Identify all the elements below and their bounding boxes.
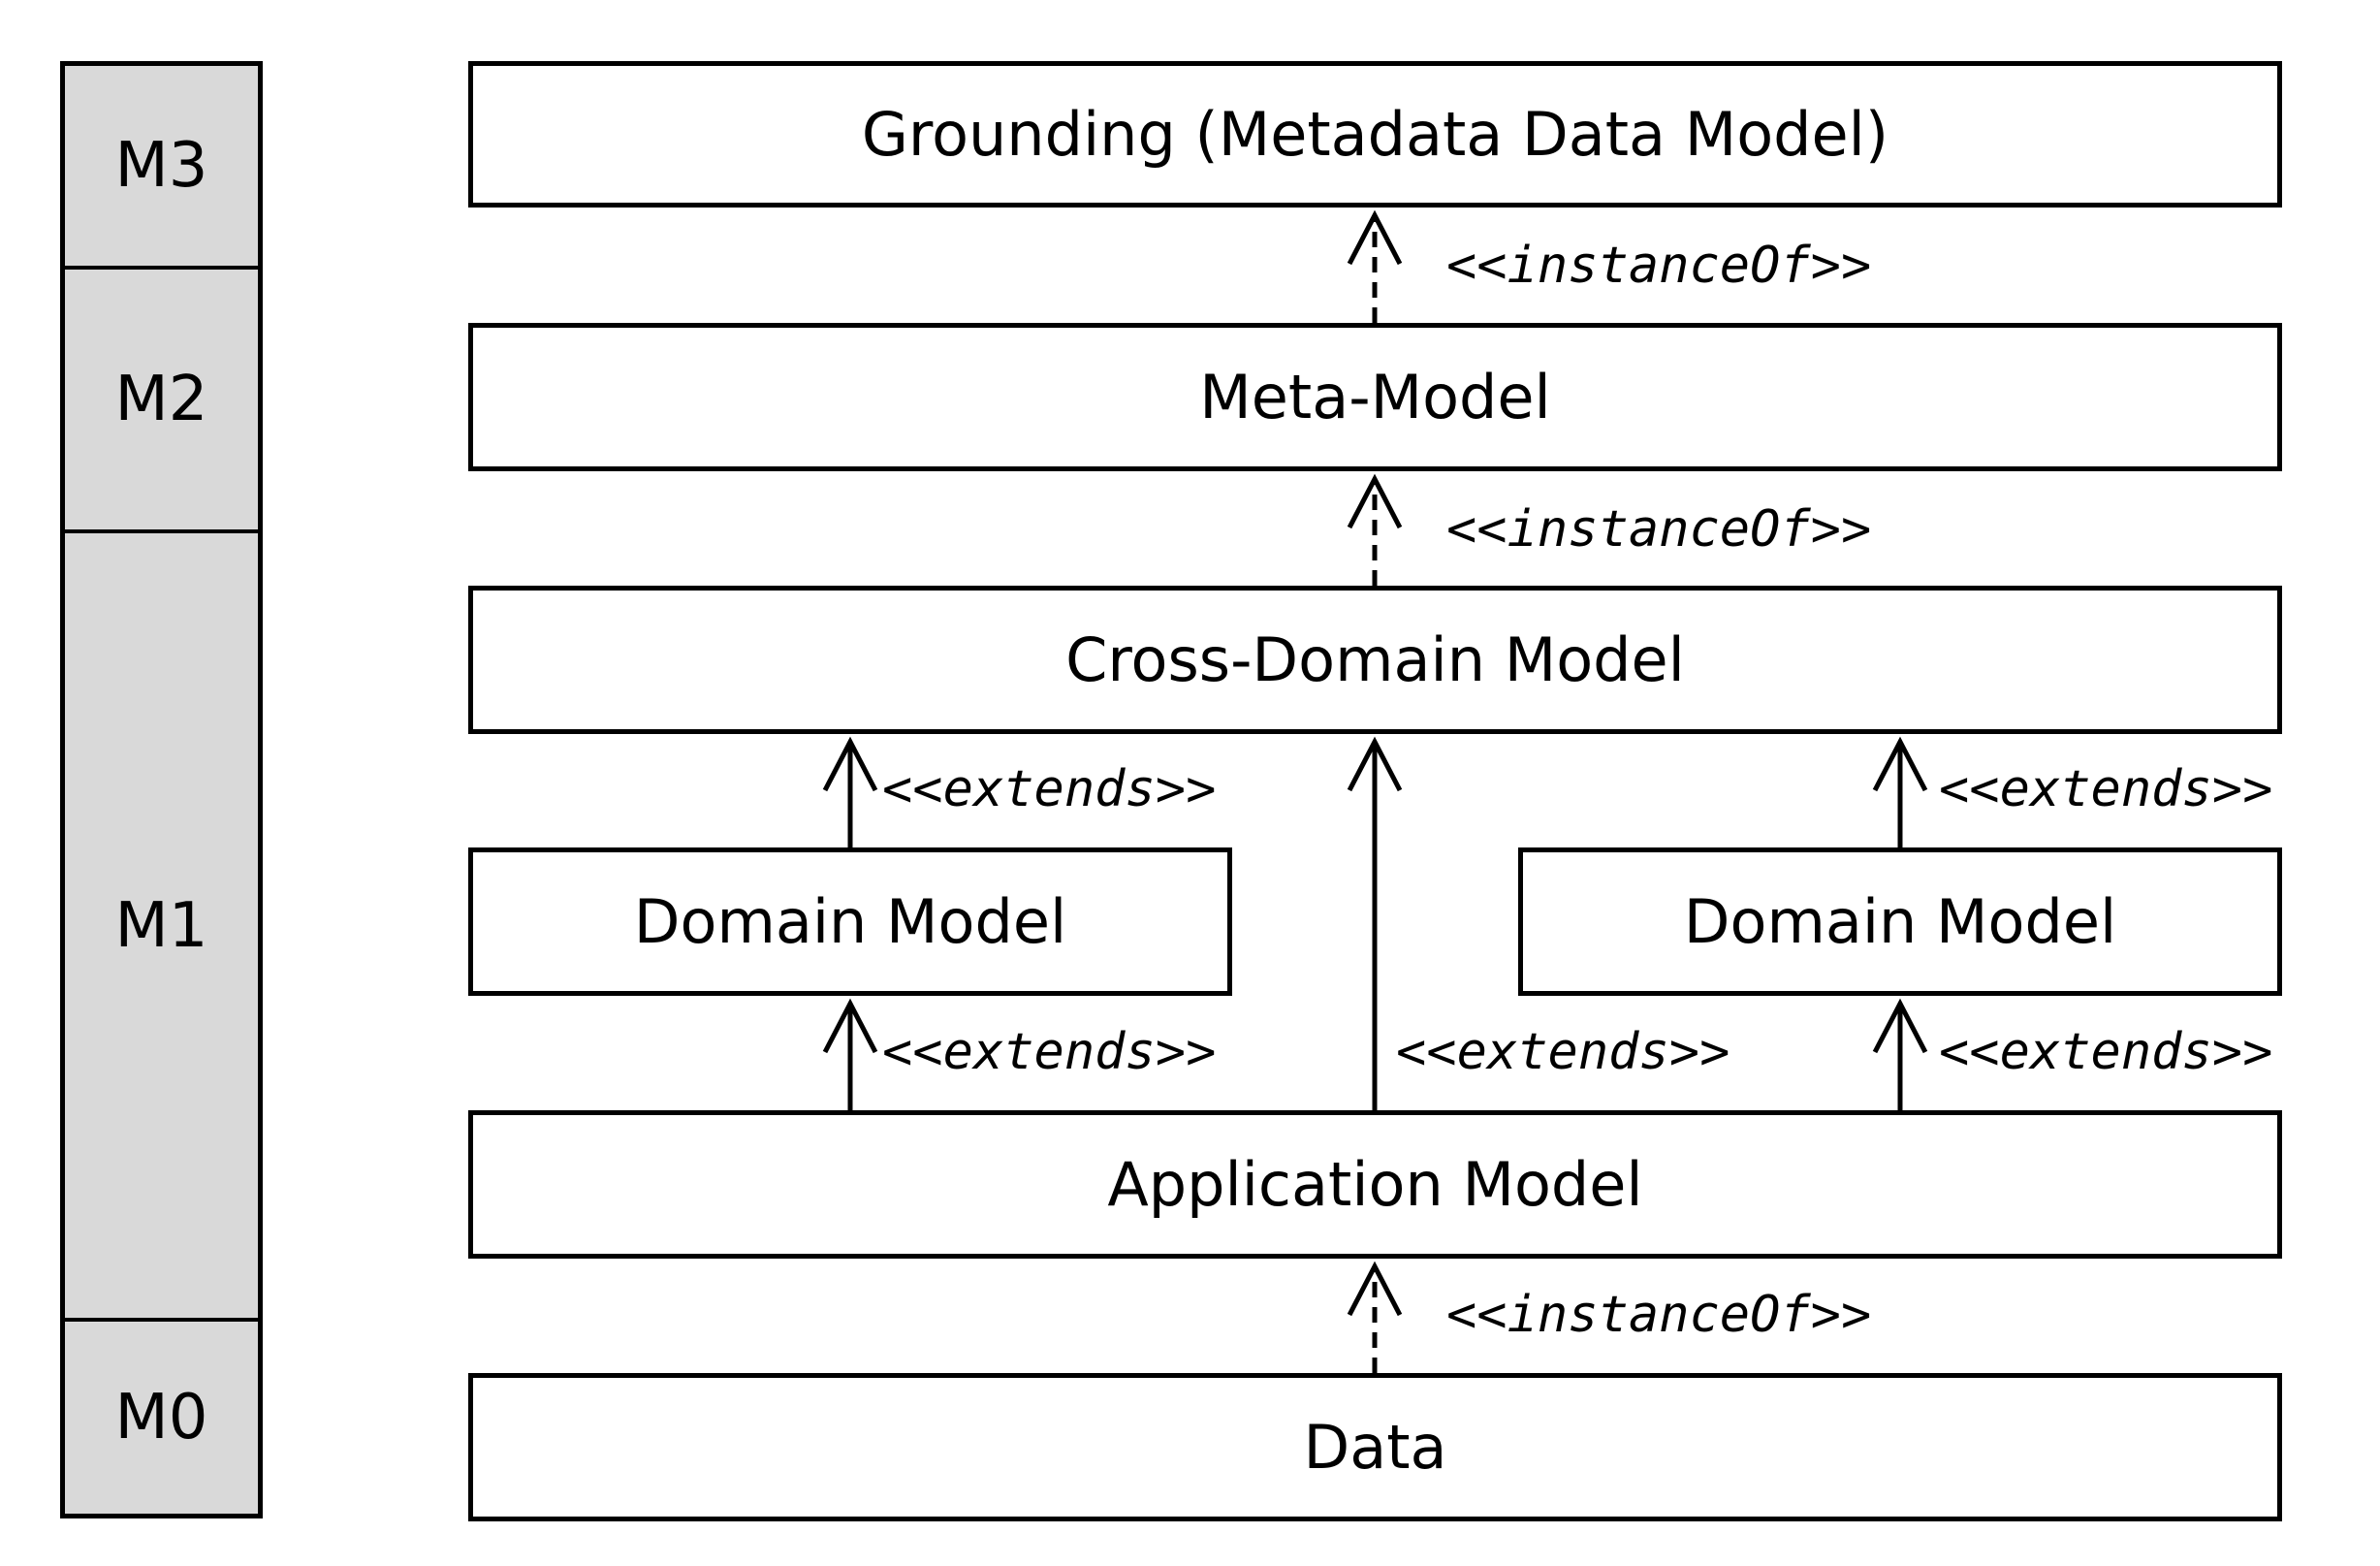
instanceof-arrow-meta-to-grounding — [1347, 209, 1403, 323]
extends-arrow-app-to-domain-left — [822, 998, 878, 1110]
extends-arrow-app-to-cross — [1347, 736, 1403, 1110]
instanceof-arrow-cross-to-meta — [1347, 473, 1403, 586]
extends-arrow-app-to-domain-right — [1872, 998, 1928, 1110]
label-cross-to-meta: <<instanceOf>> — [1446, 500, 1872, 559]
level-m1: M1 — [65, 533, 258, 1322]
label-domain-right-to-cross: <<extends>> — [1939, 760, 2273, 818]
application-model-box: Application Model — [468, 1110, 2282, 1259]
meta-level-column: M3 M2 M1 M0 — [60, 61, 263, 1518]
domain-model-box-right: Domain Model — [1518, 847, 2282, 996]
data-box: Data — [468, 1373, 2282, 1521]
extends-arrow-domain-left-to-cross — [822, 736, 878, 847]
domain-model-box-left: Domain Model — [468, 847, 1232, 996]
extends-arrow-domain-right-to-cross — [1872, 736, 1928, 847]
meta-model-box: Meta-Model — [468, 323, 2282, 471]
instanceof-arrow-data-to-app — [1347, 1261, 1403, 1373]
label-app-to-domain-left: <<extends>> — [882, 1023, 1217, 1081]
label-data-to-app: <<instanceOf>> — [1446, 1286, 1872, 1344]
grounding-box: Grounding (Metadata Data Model) — [468, 61, 2282, 208]
label-domain-left-to-cross: <<extends>> — [882, 760, 1217, 818]
label-meta-to-grounding: <<instanceOf>> — [1446, 237, 1872, 295]
level-m3: M3 — [65, 66, 258, 270]
cross-domain-model-box: Cross-Domain Model — [468, 586, 2282, 734]
level-m0: M0 — [114, 1382, 208, 1454]
level-m2: M2 — [65, 270, 258, 533]
label-app-to-cross: <<extends>> — [1396, 1023, 1730, 1081]
label-app-to-domain-right: <<extends>> — [1939, 1023, 2273, 1081]
